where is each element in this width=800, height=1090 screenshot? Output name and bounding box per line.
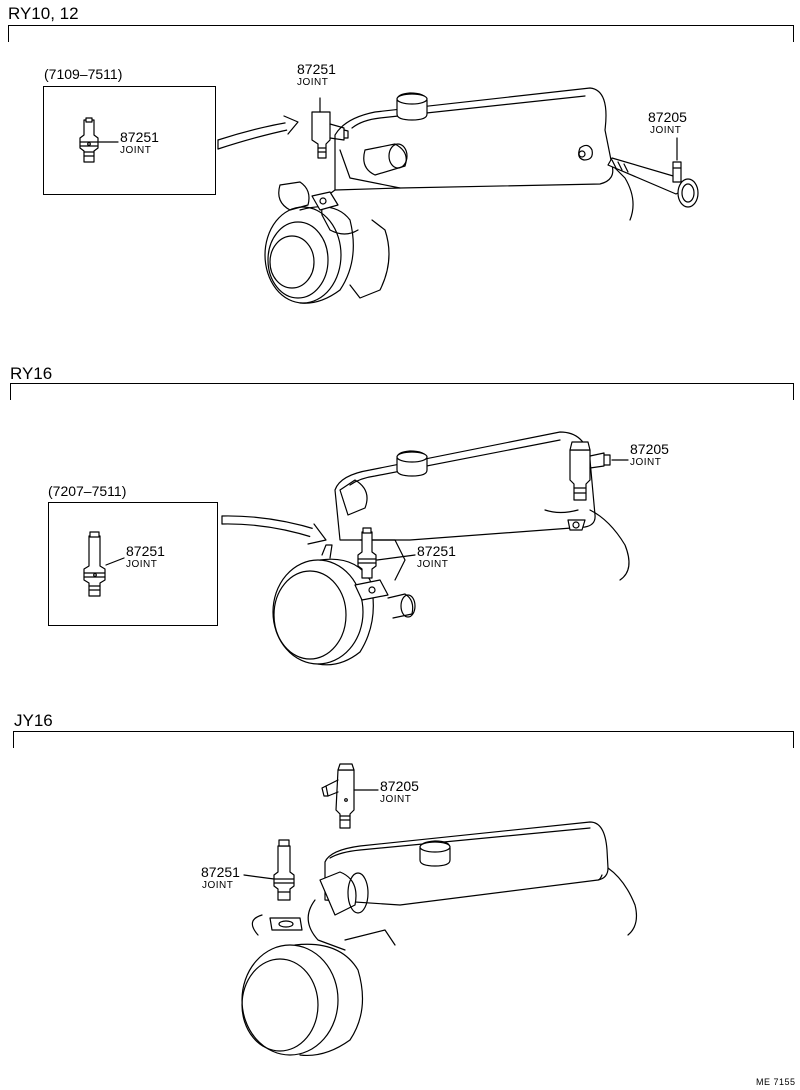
callout-part-name: JOINT bbox=[380, 794, 412, 805]
joint-87251-jy16 bbox=[243, 839, 295, 901]
section-bracket-jy16 bbox=[13, 731, 794, 748]
joint-87251-on-engine-ry16 bbox=[357, 527, 416, 579]
section-bracket-ry10-12 bbox=[8, 25, 794, 42]
callout-part-number: 87251 bbox=[297, 61, 336, 77]
callout-part-name: JOINT bbox=[126, 559, 158, 570]
joint-87251-on-engine-ry10-12 bbox=[311, 97, 349, 159]
callout-part-number: 87251 bbox=[126, 543, 165, 559]
callout-part-name: JOINT bbox=[650, 125, 682, 136]
callout-part-number: 87251 bbox=[120, 129, 159, 145]
engine-illustration-ry10-12 bbox=[264, 87, 634, 304]
engine-illustration-jy16 bbox=[241, 821, 638, 1057]
section-title-ry16: RY16 bbox=[10, 364, 53, 383]
callout-part-number: 87251 bbox=[417, 543, 456, 559]
section-title-jy16: JY16 bbox=[14, 711, 53, 730]
inset-box-ry10-12 bbox=[43, 86, 216, 195]
callout-part-number: 87205 bbox=[648, 109, 687, 125]
callout-part-name: JOINT bbox=[297, 77, 329, 88]
joint-87205-pipe-ry10-12 bbox=[607, 137, 699, 208]
joint-87251-inset-ry16 bbox=[83, 531, 125, 597]
section-bracket-ry16 bbox=[10, 383, 794, 400]
inset-box-ry16 bbox=[48, 502, 218, 626]
callout-part-number: 87205 bbox=[380, 778, 419, 794]
callout-part-name: JOINT bbox=[120, 145, 152, 156]
callout-part-name: JOINT bbox=[417, 559, 449, 570]
joint-87205-jy16 bbox=[321, 763, 379, 829]
inset-label-ry10-12: (7109–7511) bbox=[44, 66, 123, 82]
joint-87251-inset-ry10-12 bbox=[79, 117, 119, 163]
callout-part-name: JOINT bbox=[630, 457, 662, 468]
engine-illustration-ry16 bbox=[272, 431, 630, 666]
drawing-reference: ME 7155 bbox=[756, 1077, 796, 1087]
arrow-inset-to-engine-ry16 bbox=[221, 515, 327, 545]
callout-part-number: 87251 bbox=[201, 864, 240, 880]
callout-part-number: 87205 bbox=[630, 441, 669, 457]
inset-label-ry16: (7207–7511) bbox=[48, 483, 127, 499]
arrow-inset-to-engine-ry10-12 bbox=[217, 115, 299, 150]
section-title-ry10-12: RY10, 12 bbox=[8, 4, 79, 23]
joint-87205-on-engine-ry16 bbox=[569, 441, 629, 501]
callout-part-name: JOINT bbox=[202, 880, 234, 891]
